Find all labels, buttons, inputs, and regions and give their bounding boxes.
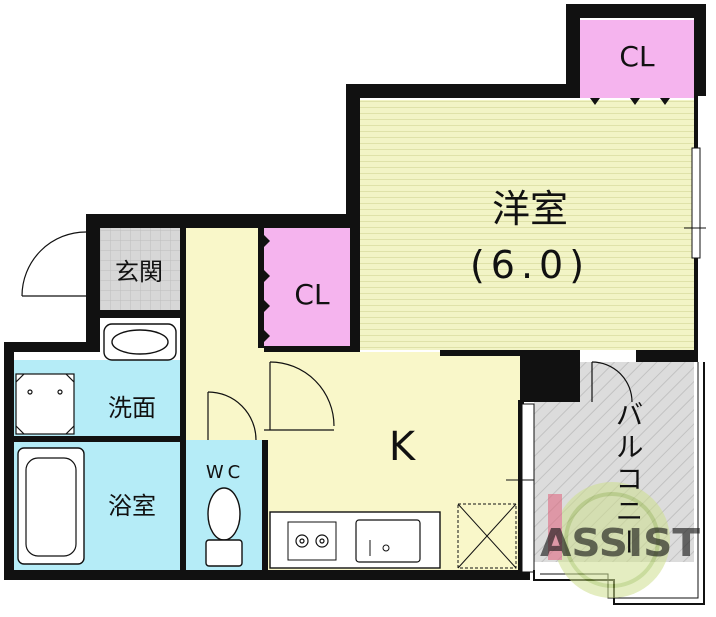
western-room-size: (6.0) [470,243,590,287]
entrance-label: 玄関 [115,258,163,286]
window-right [691,147,701,259]
balcony-label: バルコニー [612,400,645,560]
closet-top-floor [580,20,695,98]
closet-mid-label: CL [294,278,330,311]
western-room-floor [360,100,695,350]
watermark-text: ASSIST [540,521,700,565]
closet-top-doors [590,98,670,105]
toilet-door [207,391,257,441]
stove-icon [295,534,329,548]
entrance-door [21,231,87,297]
closet-mid-floor [264,228,354,348]
refrigerator-space [457,503,517,569]
toilet-label: WC [206,462,244,483]
western-room-label: 洋室 [492,187,568,231]
corridor-floor [180,228,264,440]
washroom-label: 洗面 [108,394,156,422]
washing-machine-icon [15,373,75,435]
assist-watermark [548,482,670,598]
bathroom-label: 浴室 [108,492,156,520]
entrance-floor [100,228,180,310]
balcony-sash [506,403,535,573]
washbasin-icon [103,323,177,361]
balcony-door [591,361,633,403]
kitchen-label: K [389,424,417,470]
kitchen-door [264,361,335,431]
closet-mid-doors [264,235,270,342]
closet-top-label: CL [619,40,655,73]
bathtub-icon [17,447,85,565]
toilet-icon [205,487,243,567]
walls [4,4,706,580]
